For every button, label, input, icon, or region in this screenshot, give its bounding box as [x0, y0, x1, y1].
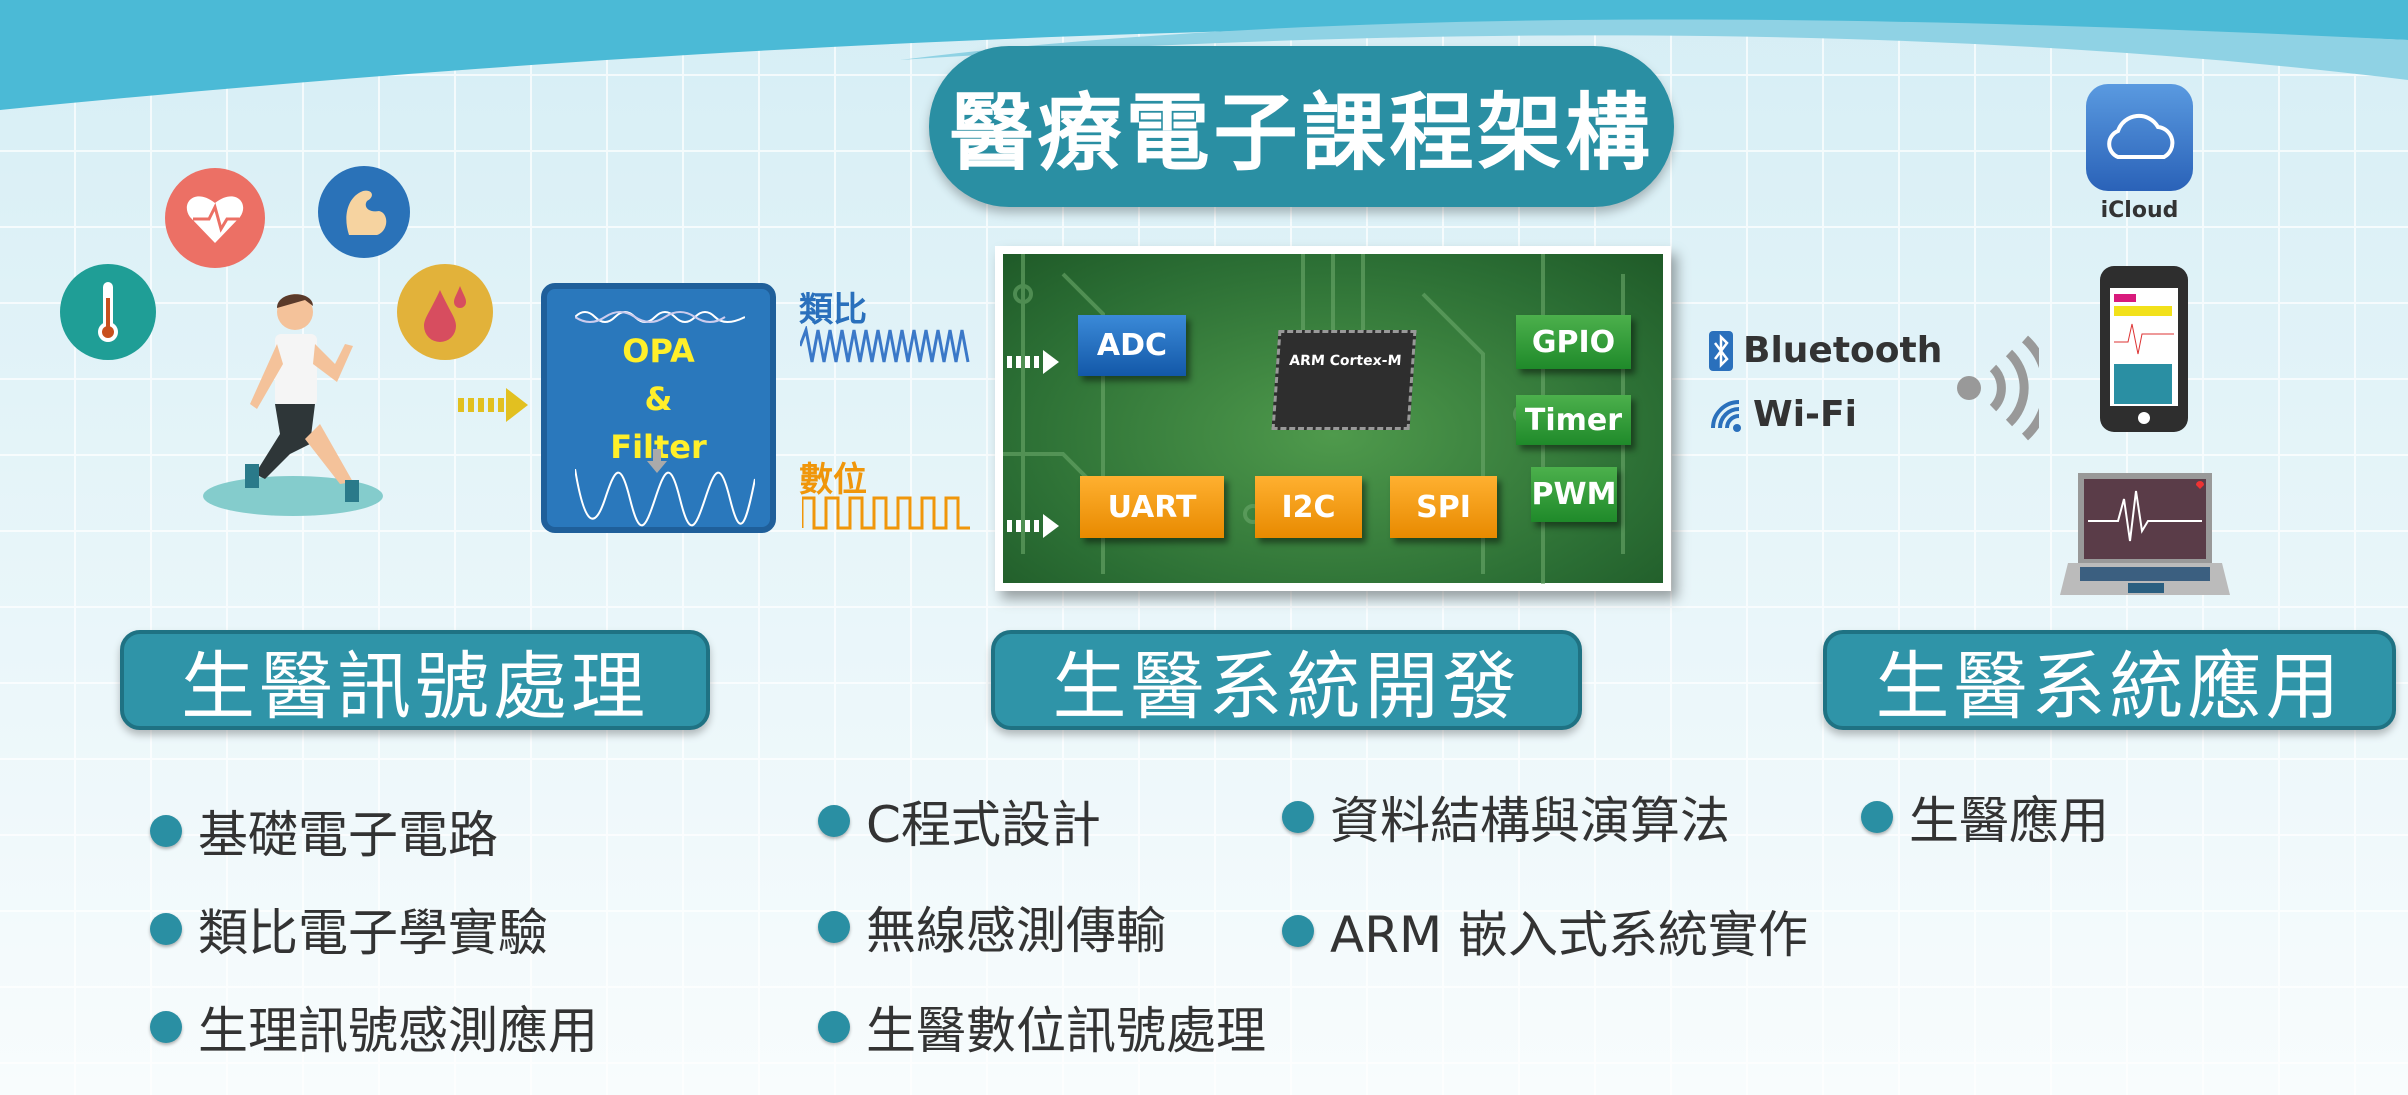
- bullet-icon: [1282, 801, 1314, 833]
- wifi-label: Wi-Fi: [1709, 394, 1857, 435]
- adc-block: ADC: [1078, 315, 1186, 376]
- list-item-text: 生醫數位訊號處理: [866, 1002, 1266, 1060]
- bluetooth-label: Bluetooth: [1709, 330, 1942, 371]
- list-item-text: 生理訊號感測應用: [198, 1002, 598, 1060]
- input-arrow-icon: [458, 388, 528, 422]
- analog-wave-icon: [800, 326, 970, 363]
- timer-block: Timer: [1516, 395, 1631, 445]
- section-header-signal-processing: 生醫訊號處理: [120, 630, 710, 730]
- blood-drop-icon: [397, 264, 493, 360]
- noisy-signal-icon: [575, 311, 745, 323]
- bluetooth-text: Bluetooth: [1743, 330, 1943, 371]
- arm-cortex-chip: ARM Cortex-M: [1271, 330, 1417, 430]
- heart-rate-icon: [165, 168, 265, 268]
- thermometer-icon: [60, 264, 156, 360]
- list-item: C程式設計: [818, 785, 1101, 857]
- wifi-text: Wi-Fi: [1753, 394, 1857, 435]
- list-item: 生理訊號感測應用: [150, 991, 598, 1063]
- laptop-icon: [2060, 473, 2230, 595]
- list-item: 類比電子學實驗: [150, 893, 548, 965]
- gpio-block: GPIO: [1516, 315, 1631, 369]
- list-item: 無線感測傳輸: [818, 891, 1166, 963]
- page-title: 醫療電子課程架構: [929, 46, 1674, 207]
- bullet-icon: [818, 911, 850, 943]
- wifi-icon: [1711, 399, 1741, 432]
- list-item-text: 無線感測傳輸: [866, 902, 1166, 960]
- list-item: 基礎電子電路: [150, 795, 498, 867]
- icloud-label: iCloud: [2100, 198, 2179, 223]
- clean-sine-icon: [575, 469, 755, 527]
- bullet-icon: [150, 815, 182, 847]
- list-item: ARM 嵌入式系統實作: [1282, 895, 1808, 967]
- list-item: 資料結構與演算法: [1282, 781, 1730, 853]
- runner-illustration: [203, 294, 383, 516]
- pwm-block: PWM: [1531, 467, 1617, 522]
- adc-input-arrow-icon: [1007, 350, 1059, 374]
- bullet-icon: [1282, 915, 1314, 947]
- icloud-icon: [2086, 84, 2193, 191]
- bullet-icon: [818, 805, 850, 837]
- opa-label: OPA: [622, 332, 695, 370]
- bullet-icon: [150, 913, 182, 945]
- bullet-icon: [1861, 801, 1893, 833]
- uart-input-arrow-icon: [1007, 514, 1059, 538]
- opa-filter-box: OPA & Filter: [541, 283, 776, 533]
- mcu-board: ADC ARM Cortex-M GPIO Timer PWM UART I2C…: [995, 246, 1671, 591]
- list-item-text: 資料結構與演算法: [1330, 792, 1730, 850]
- bullet-icon: [818, 1011, 850, 1043]
- down-arrow-icon: [647, 449, 667, 473]
- i2c-block: I2C: [1255, 476, 1362, 538]
- list-item-text: 生醫應用: [1909, 792, 2109, 850]
- digital-label: 數位: [799, 460, 867, 500]
- muscle-icon: [318, 166, 410, 258]
- section-header-system-development: 生醫系統開發: [991, 630, 1582, 730]
- digital-wave-icon: [802, 496, 970, 530]
- smartphone-icon: [2100, 266, 2188, 432]
- ampersand-label: &: [644, 380, 673, 418]
- bluetooth-icon: [1709, 330, 1733, 371]
- bullet-icon: [150, 1011, 182, 1043]
- section-header-system-application: 生醫系統應用: [1823, 630, 2396, 730]
- list-item-text: 類比電子學實驗: [198, 904, 548, 962]
- analog-label: 類比: [799, 290, 867, 330]
- list-item-text: C程式設計: [866, 796, 1101, 854]
- wireless-signal-icon: [1957, 335, 2039, 441]
- spi-block: SPI: [1390, 476, 1497, 538]
- list-item: 生醫數位訊號處理: [818, 991, 1266, 1063]
- list-item: 生醫應用: [1861, 781, 2109, 853]
- uart-block: UART: [1080, 476, 1224, 538]
- list-item-text: 基礎電子電路: [198, 806, 498, 864]
- list-item-text: ARM 嵌入式系統實作: [1330, 906, 1808, 964]
